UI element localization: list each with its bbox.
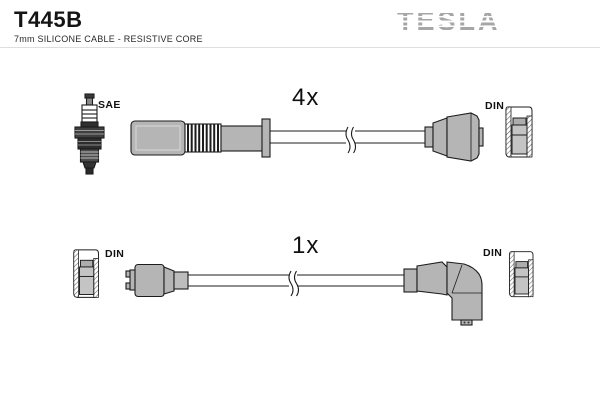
part-number: T445B (14, 7, 83, 32)
header-divider (0, 47, 600, 48)
din-terminal-label-row2-left: DIN (105, 248, 125, 260)
spark-plug-icon (74, 93, 105, 175)
cable-1x-left-connector (125, 263, 189, 298)
cable-1x-right-elbow-connector (403, 261, 483, 326)
cable-4x-left-boot (130, 118, 271, 158)
cable-4x-assembly (74, 93, 533, 175)
cable-4x-wire (270, 126, 425, 154)
din-connector-icon (505, 106, 533, 158)
cable-4x-quantity-label: 4x (292, 84, 320, 111)
sae-terminal-label: SAE (98, 99, 121, 111)
din-connector-icon (73, 249, 100, 298)
product-subtitle: 7mm SILICONE CABLE - RESISTIVE CORE (14, 34, 203, 44)
din-terminal-label-row2-right: DIN (483, 247, 503, 259)
cable-4x-right-connector (424, 112, 484, 162)
din-connector-icon (509, 251, 534, 298)
cable-1x-quantity-label: 1x (292, 232, 320, 259)
din-terminal-label-row1: DIN (485, 100, 505, 112)
cable-1x-assembly (73, 249, 534, 326)
cable-1x-wire (188, 270, 404, 297)
tesla-logo: TESLA (397, 6, 501, 36)
